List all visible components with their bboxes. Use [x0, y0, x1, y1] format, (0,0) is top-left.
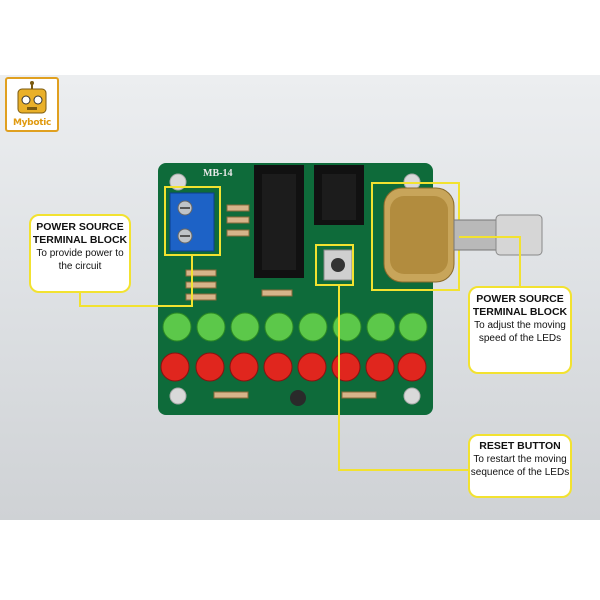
- mount-hole: [403, 387, 421, 405]
- callout-title: RESET BUTTON: [479, 440, 561, 452]
- mybotic-logo: Mybotic: [5, 77, 59, 132]
- terminal-block: [169, 192, 215, 252]
- logo-text: Mybotic: [12, 118, 52, 128]
- capacitor: [290, 390, 306, 406]
- callout-potentiometer: POWER SOURCE TERMINAL BLOCK To adjust th…: [468, 286, 572, 374]
- callout-description: To adjust the moving speed of the LEDs: [474, 320, 566, 344]
- callout-description: To provide power to the circuit: [36, 248, 124, 272]
- mount-hole: [169, 387, 187, 405]
- callout-description: To restart the moving sequence of the LE…: [470, 454, 570, 478]
- potentiometer-shaft: [453, 219, 497, 251]
- callout-title: POWER SOURCE TERMINAL BLOCK: [472, 293, 568, 318]
- callout-reset-button: RESET BUTTON To restart the moving seque…: [468, 434, 572, 498]
- callout-terminal-block: POWER SOURCE TERMINAL BLOCK To provide p…: [29, 214, 131, 293]
- callout-connectors: [79, 236, 521, 471]
- red-led-row: [160, 352, 427, 382]
- robot-icon: [17, 81, 47, 114]
- pcb-board: [158, 163, 433, 415]
- green-led-row: [162, 312, 428, 342]
- board-label: MB-14: [203, 168, 232, 179]
- callout-title: POWER SOURCE TERMINAL BLOCK: [32, 221, 128, 246]
